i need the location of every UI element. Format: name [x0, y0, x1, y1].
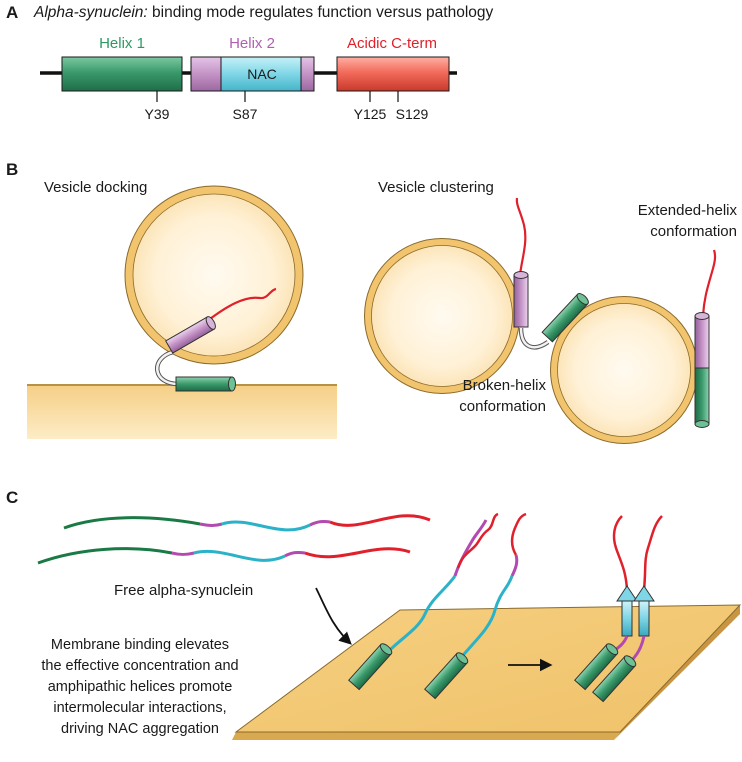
- panel-a-title-rest: binding mode regulates function versus p…: [148, 4, 494, 21]
- caption-line-3: amphipathic helices promote: [48, 679, 233, 695]
- bound-monomer-2-acidic: [510, 512, 527, 556]
- y125-label: Y125: [354, 106, 387, 122]
- extended-helix-label-line2: conformation: [650, 223, 737, 240]
- caption-line-2: the effective concentration and: [41, 658, 238, 674]
- aggregate-helix1-cylinder-right: [592, 655, 637, 703]
- aggregate-helix1-cylinder-left: [574, 643, 619, 691]
- docking-vesicle-outer-edge: [124, 185, 304, 365]
- acidic-domain-box: [336, 56, 450, 92]
- plasma-membrane: [27, 385, 337, 439]
- clustering-vesicle-right-inner-edge: [557, 303, 691, 437]
- free-strand-2-nac: [193, 549, 286, 562]
- y39-label: Y39: [145, 106, 170, 122]
- free-strand-1-acidic: [329, 514, 431, 527]
- free-strand-2-helix1: [37, 547, 173, 565]
- docking-acidic-tail: [205, 287, 277, 323]
- helix1-domain-box: [61, 56, 183, 92]
- aggregate-acidic-tail-right: [642, 515, 663, 591]
- free-strand-1-helix2-b: [309, 519, 331, 527]
- vesicle-docking-label: Vesicle docking: [44, 179, 147, 196]
- s87-label: S87: [233, 106, 258, 122]
- broken-helix-label-line2: conformation: [459, 398, 546, 415]
- clustering-vesicle-left: [364, 238, 520, 394]
- docking-vesicle: [125, 186, 303, 364]
- panel-a-letter: A: [6, 3, 18, 22]
- broken-helix-label-line1: Broken-helix: [463, 377, 547, 394]
- bound-monomer-1-helix1-cylinder: [348, 643, 393, 691]
- panel-b-letter: B: [6, 160, 18, 179]
- nac-label: NAC: [247, 66, 277, 82]
- nac-domain-box: [220, 56, 302, 92]
- docking-helix1-cylinder: [175, 376, 236, 392]
- panel-b: B Vesicle docking Vesicle clustering: [6, 160, 737, 444]
- clustering-vesicle-right: [550, 296, 698, 444]
- acidic-label: Acidic C-term: [347, 35, 437, 52]
- s129-label: S129: [396, 106, 429, 122]
- binding-curved-arrow: [315, 587, 352, 645]
- broken-helix2-cylinder: [513, 271, 529, 328]
- broken-helix-linker: [519, 327, 549, 349]
- bound-monomer-2-helix2: [510, 554, 519, 577]
- free-strand-1-helix1: [63, 516, 201, 530]
- bound-monomer-2-nac: [453, 575, 514, 666]
- free-strand-2-helix2-a: [171, 551, 195, 556]
- vesicle-clustering-label: Vesicle clustering: [378, 179, 494, 196]
- panel-a-title-protein: Alpha-synuclein:: [33, 4, 148, 21]
- aggregate-helix2-right: [630, 635, 646, 662]
- panel-a: A Alpha-synuclein: binding mode regulate…: [6, 3, 494, 122]
- free-strand-2-helix2-b: [284, 550, 306, 558]
- broken-helix-acidic-tail: [515, 197, 527, 276]
- caption-line-5: driving NAC aggregation: [61, 721, 219, 737]
- aggregate-acidic-tail-left: [612, 515, 629, 591]
- helix2-label: Helix 2: [229, 35, 275, 52]
- clustering-vesicle-left-inner-edge: [371, 245, 513, 387]
- free-alpha-synuclein-label: Free alpha-synuclein: [114, 582, 253, 599]
- extended-helix1-cylinder: [694, 367, 710, 428]
- bound-monomer-1-nac: [381, 575, 457, 658]
- bound-monomer-1-acidic: [456, 512, 499, 569]
- free-strand-1-nac: [221, 520, 311, 532]
- extended-helix-label-line1: Extended-helix: [638, 202, 738, 219]
- extended-helix-acidic-tail: [701, 249, 717, 317]
- bound-monomer-2-helix1-cylinder: [424, 652, 469, 700]
- panel-a-title: Alpha-synuclein: binding mode regulates …: [33, 4, 494, 21]
- membrane-plane-edge-bottom: [232, 732, 620, 740]
- docking-vesicle-inner-edge: [132, 193, 296, 357]
- panel-c: C Free alpha-synuclein: [6, 488, 742, 740]
- caption-line-4: intermolecular interactions,: [53, 700, 226, 716]
- docking-helix2-cylinder: [165, 316, 216, 354]
- docking-linker: [156, 350, 181, 386]
- free-strand-1-helix2-a: [199, 522, 223, 527]
- broken-helix1-cylinder: [541, 293, 589, 343]
- free-strand-2-acidic: [304, 547, 411, 559]
- helix1-label: Helix 1: [99, 35, 145, 52]
- extended-helix2-cylinder: [694, 312, 710, 369]
- bound-monomer-1-helix2: [453, 519, 488, 577]
- caption-line-1: Membrane binding elevates: [51, 637, 229, 653]
- aggregate-beta-strand-right: [633, 585, 655, 637]
- panel-c-letter: C: [6, 488, 18, 507]
